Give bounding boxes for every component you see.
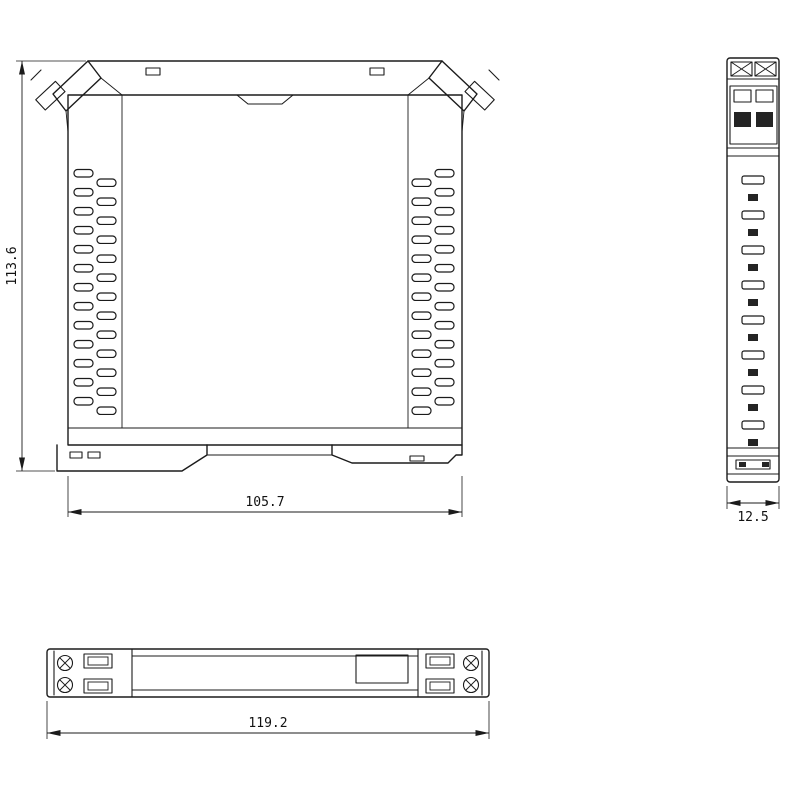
bottom-outline [46, 648, 490, 698]
screw-head [462, 654, 480, 672]
clamp-cage-inner [429, 656, 451, 666]
clamp-cage-inner [429, 681, 451, 691]
side-outline [726, 57, 780, 483]
dimension-overall-length: 119.2 [46, 701, 490, 739]
screw-head [56, 676, 74, 694]
side-screw-right-cross [754, 61, 777, 77]
corner-clamp-left [30, 60, 123, 133]
side-slot [748, 334, 758, 341]
corner-clamp-right [407, 60, 500, 133]
screw-slot-cross [59, 657, 71, 669]
terminal-port-2 [755, 89, 774, 103]
bottom-foot-slider [355, 654, 409, 684]
side-foot-contact-2 [762, 462, 769, 467]
foot-plate-left [56, 444, 208, 472]
side-slot [748, 369, 758, 376]
foot-slot-2 [87, 451, 101, 459]
front-view [30, 60, 500, 472]
side-slot [748, 229, 758, 236]
dimension-front-width: 105.7 [67, 476, 463, 517]
extension-lines [16, 60, 86, 472]
side-slot [741, 385, 765, 395]
corner-detail-left [65, 77, 123, 133]
side-terminal-screws [730, 61, 777, 77]
side-screw-left-cross [730, 61, 753, 77]
dimension-height: 113.6 [5, 60, 86, 472]
clamp-cage [425, 678, 455, 694]
foot-slot-3 [409, 455, 425, 462]
side-screw-right [754, 61, 777, 77]
bottom-block-separators [131, 648, 419, 698]
bottom-inner-edges [132, 655, 418, 691]
bottom-left-terminals [56, 653, 113, 694]
dimension-label-front-width: 105.7 [245, 495, 284, 510]
terminal-housing [729, 85, 778, 145]
clamp-cage-inner [87, 681, 109, 691]
screw-head [462, 676, 480, 694]
dimension-label-overall-length: 119.2 [248, 716, 287, 731]
screw-head [56, 654, 74, 672]
bottom-view [46, 648, 490, 698]
front-top-notch [67, 94, 463, 105]
screw-slot-cross [59, 679, 71, 691]
foot-plate-right [331, 444, 463, 464]
side-slot [748, 404, 758, 411]
side-slot [748, 264, 758, 271]
side-foot-clip [735, 459, 771, 470]
side-view [726, 57, 780, 483]
clamp-tick-right [488, 69, 500, 81]
side-vent-slots [741, 175, 765, 446]
side-foot [726, 447, 780, 475]
terminal-contact-1 [734, 112, 751, 127]
side-slot [741, 175, 765, 185]
screw-slot-cross [465, 657, 477, 669]
clamp-cage [83, 678, 113, 694]
side-screw-left [730, 61, 753, 77]
clamp-cage [83, 653, 113, 669]
side-slot [741, 280, 765, 290]
front-marker-right [369, 67, 385, 76]
screw-slot-cross [465, 679, 477, 691]
bottom-end-walls [53, 650, 483, 696]
dimension-side-depth: 12.5 [726, 486, 780, 525]
dimension-label-side-depth: 12.5 [737, 510, 768, 525]
foot-slot-1 [69, 451, 83, 459]
side-slot [741, 245, 765, 255]
front-inner-lines [68, 95, 462, 429]
side-slot [748, 299, 758, 306]
front-marker-left [145, 67, 161, 76]
side-band-lines [726, 147, 780, 157]
clamp-cage [425, 653, 455, 669]
clamp-cage-inner [87, 656, 109, 666]
side-slot [741, 210, 765, 220]
din-foot [56, 444, 463, 472]
side-slot [741, 350, 765, 360]
terminal-port-1 [733, 89, 752, 103]
side-foot-lines [726, 447, 780, 457]
louver-grid-right [411, 168, 457, 415]
louver-grid-left [73, 168, 119, 415]
side-slot [748, 439, 758, 446]
side-terminal-block [729, 85, 778, 145]
bottom-right-terminals [425, 653, 480, 694]
clamp-screw-right [464, 80, 495, 111]
clamp-screw-left [35, 80, 66, 111]
clamp-tick-left [30, 69, 42, 81]
front-face-outline [67, 94, 463, 446]
side-foot-contact-1 [739, 462, 746, 467]
extension-lines [726, 486, 780, 509]
side-slot [741, 420, 765, 430]
side-slot [741, 315, 765, 325]
dimension-label-height: 113.6 [5, 246, 20, 285]
terminal-contact-2 [756, 112, 773, 127]
side-slot [748, 194, 758, 201]
corner-detail-right [407, 77, 465, 133]
